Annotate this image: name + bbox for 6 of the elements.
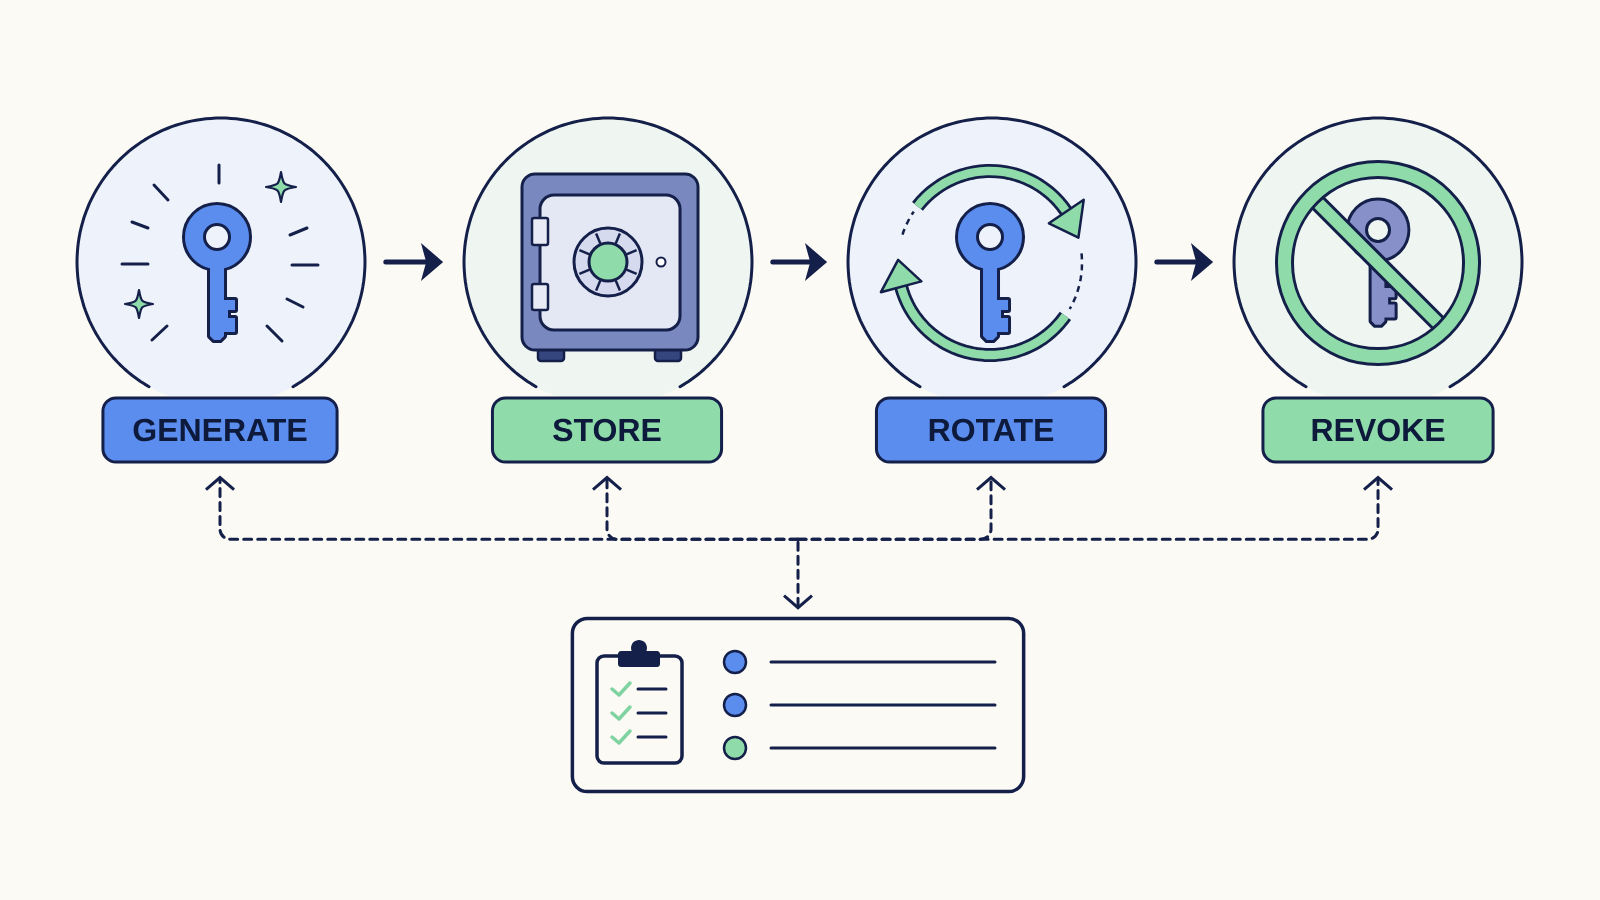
step-label: STORE [490, 396, 724, 464]
dashed-arrow [796, 475, 1393, 541]
step-label: GENERATE [101, 396, 339, 464]
step-label: ROTATE [874, 396, 1108, 464]
step-label: REVOKE [1261, 396, 1495, 464]
dashed-arrow [592, 475, 800, 541]
